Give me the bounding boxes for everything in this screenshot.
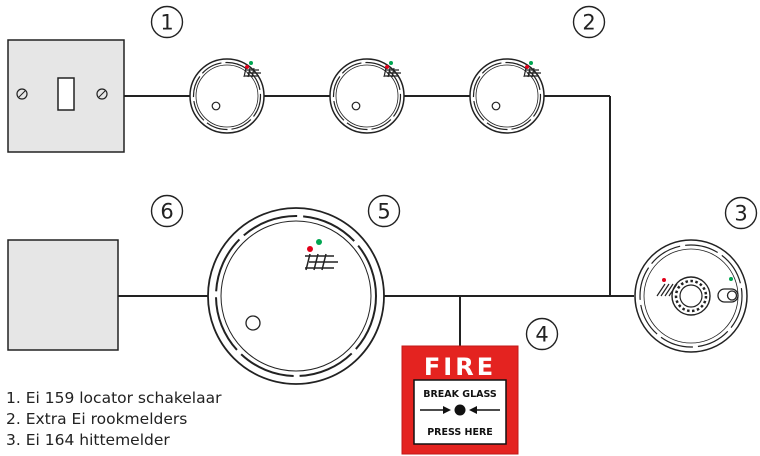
- smoke-alarm-main: [207, 207, 385, 385]
- callout-3: 3: [724, 196, 758, 230]
- smoke-alarm-extra-3: [469, 58, 545, 134]
- panel-box: [7, 239, 119, 351]
- callout-2: 2: [572, 5, 606, 39]
- heat-alarm: [634, 239, 748, 353]
- callout-4: 4: [525, 317, 559, 351]
- fire-label: FIRE: [424, 353, 496, 381]
- switch-rocker[interactable]: [57, 77, 75, 111]
- legend-item-1: 1. Ei 159 locator schakelaar: [6, 389, 222, 407]
- legend-list: 1. Ei 159 locator schakelaar 2. Extra Ei…: [6, 388, 221, 451]
- wiring: [118, 95, 634, 346]
- svg-text:1: 1: [160, 11, 173, 35]
- callout-6: 6: [150, 194, 184, 228]
- legend-item-2: 2. Extra Ei rookmelders: [6, 410, 188, 428]
- svg-text:4: 4: [535, 323, 548, 347]
- callout-5: 5: [367, 194, 401, 228]
- smoke-alarm-extra-1: [189, 58, 265, 134]
- locator-switch[interactable]: [7, 39, 125, 153]
- legend-item-3: 3. Ei 164 hittemelder: [6, 431, 170, 449]
- svg-text:2: 2: [582, 11, 595, 35]
- svg-text:3: 3: [734, 202, 747, 226]
- press-here-label: PRESS HERE: [427, 427, 493, 438]
- break-glass-label: BREAK GLASS: [423, 389, 497, 400]
- callout-1: 1: [150, 5, 184, 39]
- svg-text:5: 5: [377, 200, 390, 224]
- smoke-alarm-extra-2: [329, 58, 405, 134]
- press-arrows-icon: [420, 404, 500, 416]
- svg-text:6: 6: [160, 200, 173, 224]
- fire-call-point[interactable]: FIRE BREAK GLASS PRESS HERE: [401, 345, 519, 455]
